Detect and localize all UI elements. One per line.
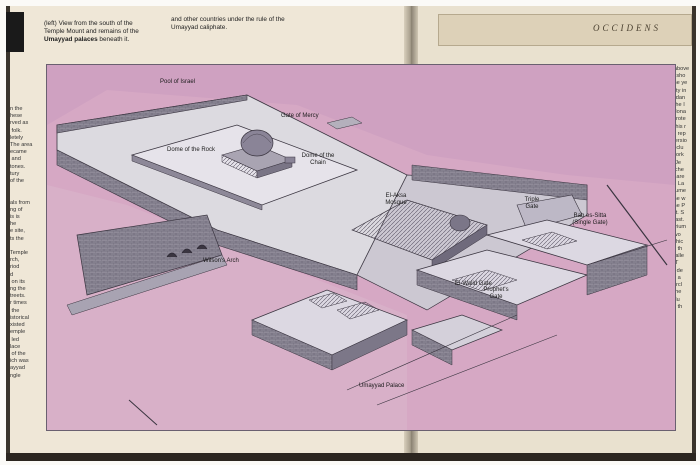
temple-mount-illustration: Pool of Israel Gate of Mercy Dome of the… <box>46 64 676 431</box>
book-edge-right <box>692 6 696 461</box>
label-gate-of-mercy: Gate of Mercy <box>281 113 319 119</box>
illustration-drawing <box>47 65 675 430</box>
caption-body: View from the south of the Temple Mount … <box>44 20 139 35</box>
platform-south-wall <box>56 149 358 291</box>
left-caption: (left) View from the south of the Temple… <box>44 20 154 44</box>
gate-of-mercy <box>326 116 363 130</box>
wilsons-arch-bridge <box>66 254 228 316</box>
label-triple-gate: Triple Gate <box>524 197 540 210</box>
triple-gate-wall <box>411 164 588 201</box>
left-column-text: n the hese rved as folk. letely The area… <box>10 106 33 379</box>
caption-prefix: (left) <box>44 20 57 27</box>
dome-of-the-chain <box>284 156 296 164</box>
label-el-aqsa-mosque: El-Aksa Mosque <box>385 193 407 206</box>
book-spread: (left) View from the south of the Temple… <box>6 6 696 461</box>
book-edge-left <box>6 6 10 461</box>
platform-north-colonnade <box>56 94 248 134</box>
middle-caption: and other countries under the rule of th… <box>171 16 285 31</box>
label-dome-of-the-rock: Dome of the Rock <box>167 147 216 153</box>
label-wilsons-arch: Wilson's Arch <box>203 258 239 264</box>
page-tab-marker <box>6 12 24 52</box>
caption-bold: Umayyad palaces <box>44 36 98 43</box>
label-dome-of-the-chain: Dome of the Chain <box>301 153 335 166</box>
dome-of-the-rock <box>240 129 274 157</box>
sky-area <box>47 65 675 185</box>
label-pool-of-israel: Pool of Israel <box>160 79 196 85</box>
label-prophets-gate: Prophet's Gate <box>483 287 509 300</box>
book-edge-bottom <box>6 453 696 461</box>
bab-es-sitta-gate <box>516 194 583 231</box>
label-bab-es-sitta: Bab es-Sitta (Single Gate) <box>572 213 608 226</box>
label-el-walid-gate: El-Walid Gate <box>455 281 492 287</box>
label-umayyad-palace: Umayyad Palace <box>359 383 405 389</box>
map-ribbon: OCCIDENS <box>438 14 692 46</box>
ribbon-text: OCCIDENS <box>592 23 661 33</box>
caption-suffix: beneath it. <box>97 36 130 43</box>
